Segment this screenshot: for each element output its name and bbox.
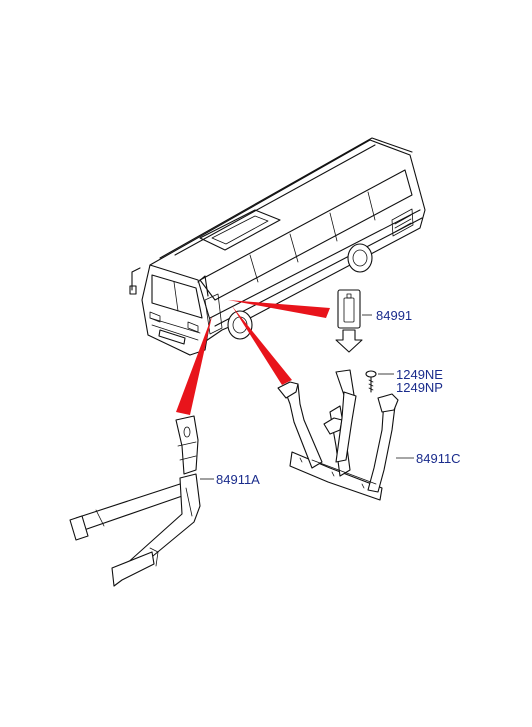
fire-extinguisher-icon: [337, 289, 361, 329]
callout-arrow-84911a: [176, 316, 212, 415]
label-84911c: 84911C: [416, 451, 461, 466]
down-arrow-icon: [335, 329, 363, 353]
screw-icon: [365, 370, 377, 393]
bus-illustration: [129, 137, 426, 356]
callout-arrows: [176, 300, 330, 415]
callout-arrow-84911c: [232, 306, 292, 385]
bracket-84911a: [69, 415, 201, 587]
label-1249ne: 1249NE: [396, 367, 443, 382]
bracket-84911c: [277, 369, 399, 501]
label-1249np: 1249NP: [396, 380, 443, 395]
label-84991: 84991: [376, 308, 412, 323]
callout-arrow-84991: [228, 300, 330, 318]
label-84911a: 84911A: [216, 472, 260, 487]
